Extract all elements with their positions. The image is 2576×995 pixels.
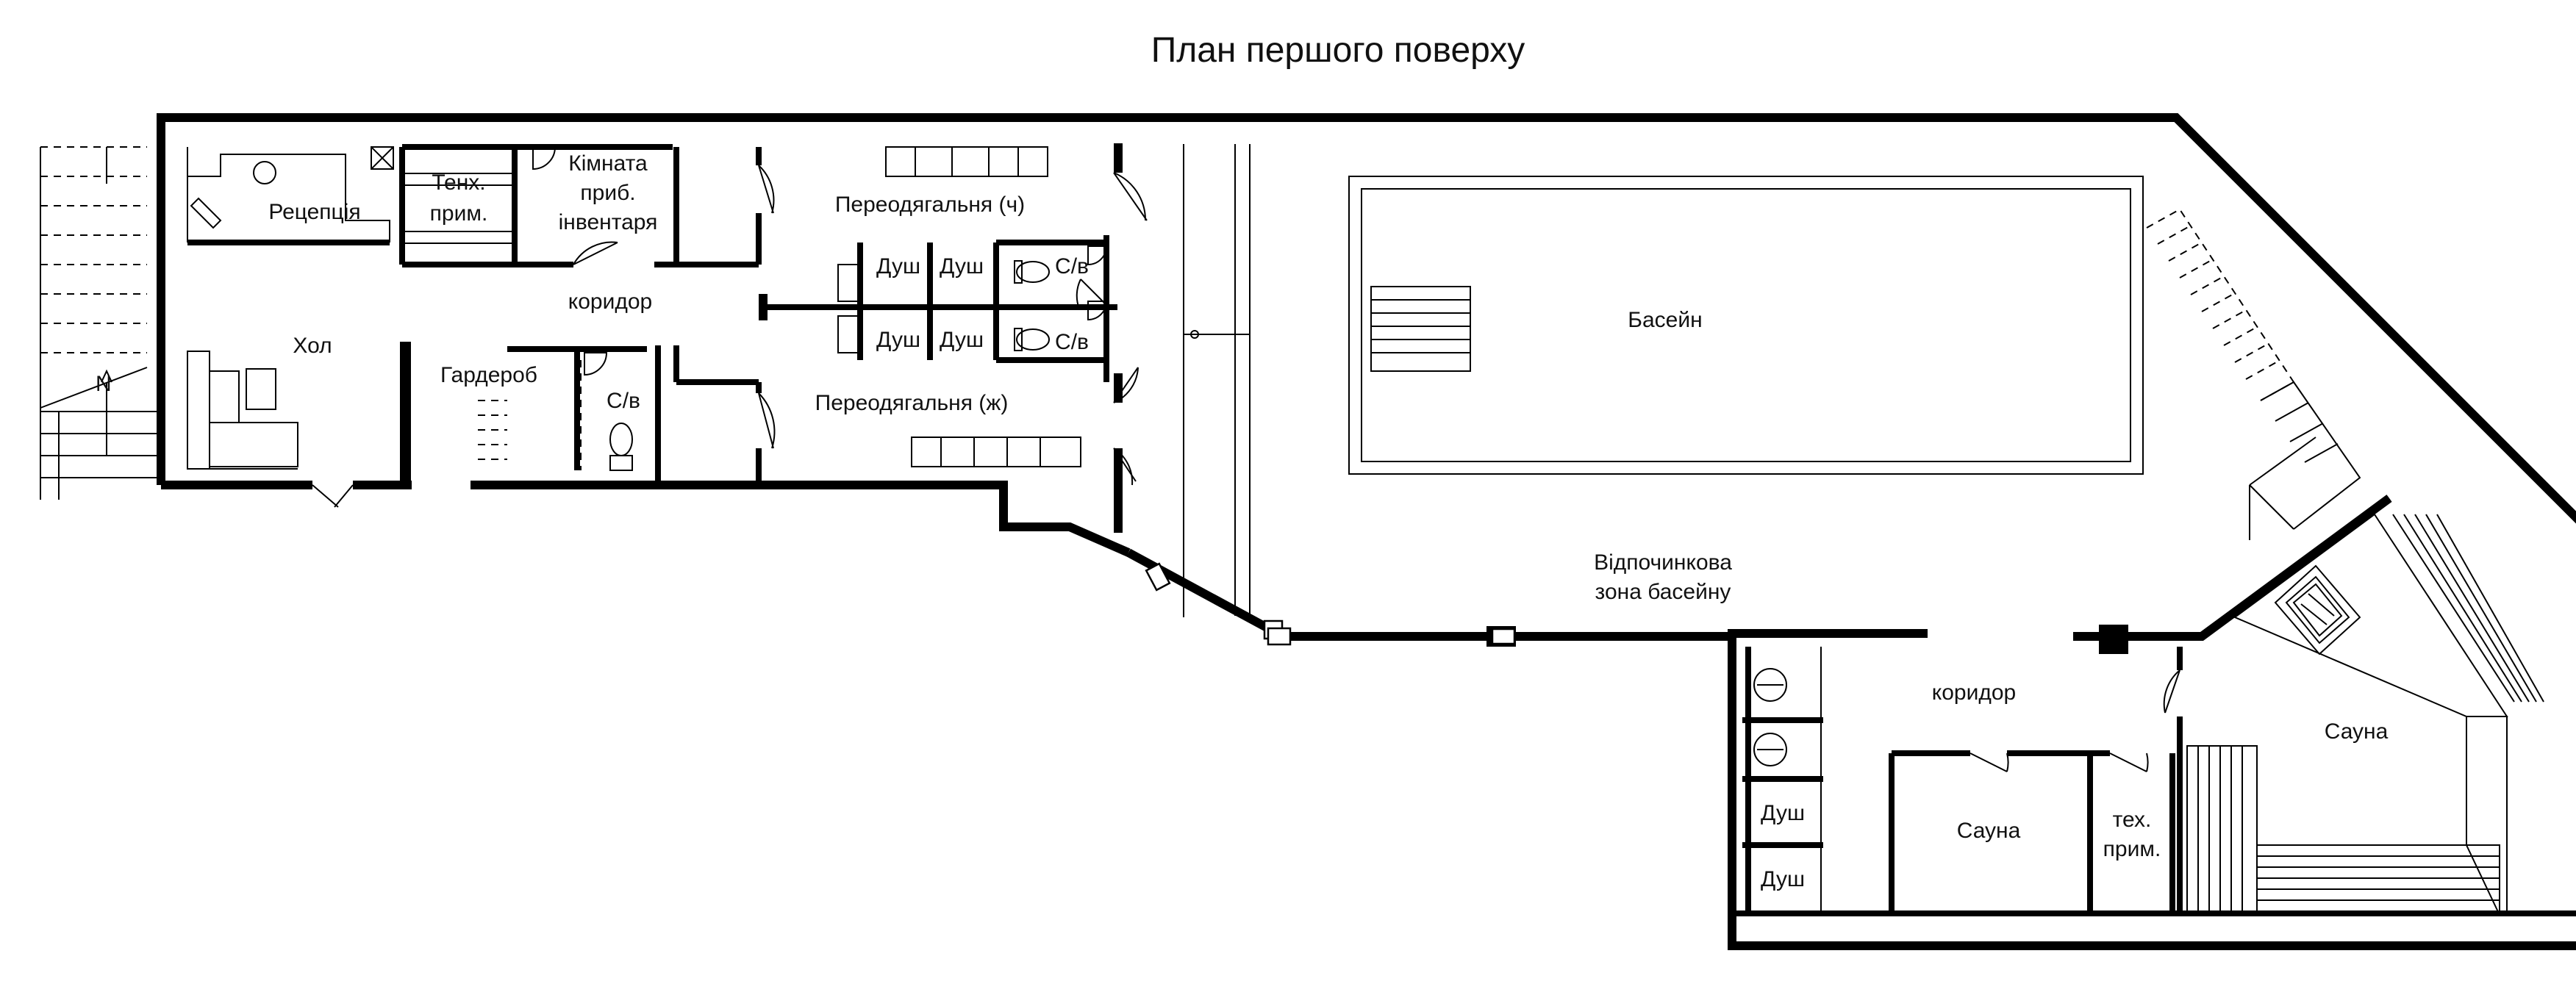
hall-sofa (187, 351, 298, 470)
sauna-stove-icon (2274, 564, 2361, 655)
label-locker-men: Переодягальня (ч) (835, 193, 1025, 217)
plan-title: План першого поверху (1151, 31, 1525, 70)
label-wc-men: С/в (1055, 254, 1089, 279)
room-labels: Рецепція Тенх. прим. Кімната приб. інвен… (268, 151, 2388, 891)
door-swing-icon (312, 165, 2180, 772)
stairs-icon (2146, 208, 2361, 540)
label-rest-zone-1: Відпочинкова (1594, 550, 1732, 575)
label-inventory-2: приб. (580, 181, 635, 205)
interior-walls (187, 143, 2576, 916)
north-arrow-icon: N (40, 367, 148, 456)
label-tech-room: Тенх. (432, 170, 485, 195)
label-tech-room-2a: тех. (2113, 808, 2152, 832)
label-locker-women: Переодягальня (ж) (815, 391, 1009, 415)
pool (1184, 176, 2144, 475)
toilet-icon (532, 146, 1108, 471)
shower-head-icon (1753, 668, 1787, 766)
label-wc-women: С/в (1055, 330, 1089, 354)
exterior-walls (157, 113, 2576, 950)
label-pool: Басейн (1628, 308, 1702, 332)
label-corridor-sauna: коридор (1932, 680, 2016, 705)
label-rest-zone-2: зона басейну (1595, 580, 1731, 604)
sauna-benches (2186, 513, 2544, 916)
benches (885, 146, 1081, 467)
stairs-icon (40, 146, 158, 500)
label-shower-4: Душ (940, 328, 984, 352)
label-shower-sauna-1: Душ (1761, 801, 1805, 825)
label-sauna-big: Сауна (2325, 719, 2389, 744)
reception-desk (187, 146, 394, 243)
label-tech-room-2b: прим. (2103, 837, 2161, 861)
label-tech-room-b: прим. (430, 201, 488, 226)
label-shower-2: Душ (940, 254, 984, 279)
label-inventory-1: Кімната (568, 151, 648, 176)
window (1145, 562, 1516, 646)
label-corridor: коридор (568, 290, 652, 314)
label-shower-3: Душ (876, 328, 920, 352)
label-hall: Хол (293, 334, 332, 358)
label-wc-hall: С/в (607, 389, 640, 413)
svg-text:N: N (96, 372, 112, 396)
label-sauna-small: Сауна (1957, 819, 2021, 843)
label-wardrobe: Гардероб (440, 363, 537, 387)
label-reception: Рецепція (268, 200, 360, 224)
wardrobe-rail (478, 360, 582, 470)
label-shower-sauna-2: Душ (1761, 867, 1805, 891)
label-inventory-3: інвентаря (559, 210, 658, 234)
label-shower-1: Душ (876, 254, 920, 279)
